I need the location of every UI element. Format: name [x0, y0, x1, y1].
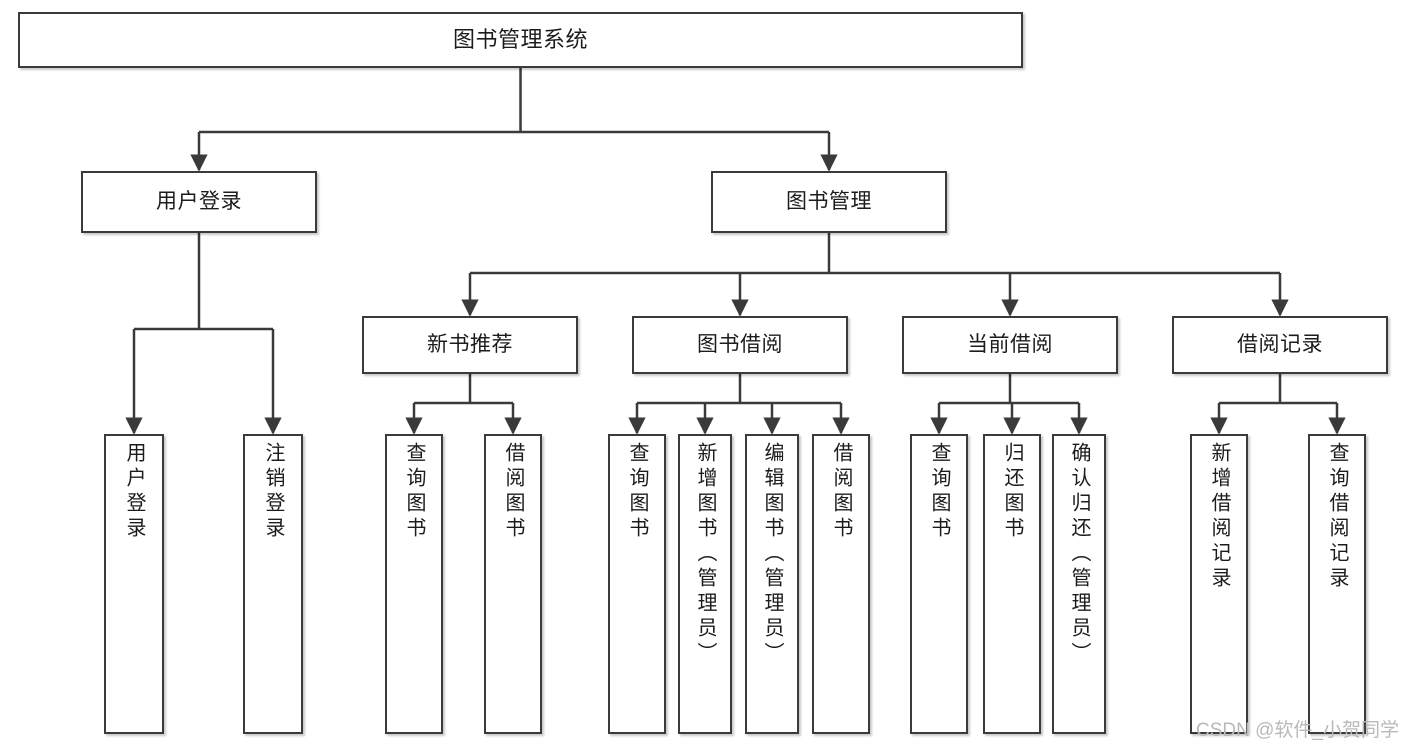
node-label: 查询图书 [403, 442, 425, 542]
node-leaf-current-query[interactable]: 查询图书 [910, 434, 968, 734]
node-label: 新书推荐 [427, 332, 513, 356]
node-login[interactable]: 用户登录 [81, 171, 317, 233]
node-newbook[interactable]: 新书推荐 [362, 316, 578, 374]
node-leaf-current-return[interactable]: 归还图书 [983, 434, 1041, 734]
node-records[interactable]: 借阅记录 [1172, 316, 1388, 374]
node-label: 查询借阅记录 [1326, 442, 1348, 592]
node-bookmgmt[interactable]: 图书管理 [711, 171, 947, 233]
node-label: 当前借阅 [967, 332, 1053, 356]
node-label: 新增借阅记录 [1208, 442, 1230, 592]
node-label: 借阅图书 [502, 442, 524, 542]
node-borrow[interactable]: 图书借阅 [632, 316, 848, 374]
node-leaf-newbook-borrow[interactable]: 借阅图书 [484, 434, 542, 734]
node-label: 用户登录 [156, 189, 242, 213]
node-label: 借阅记录 [1237, 332, 1323, 356]
node-leaf-records-add[interactable]: 新增借阅记录 [1190, 434, 1248, 734]
node-leaf-user-logout[interactable]: 注销登录 [243, 434, 303, 734]
node-leaf-user-login[interactable]: 用户登录 [104, 434, 164, 734]
node-label: 查询图书 [626, 442, 648, 542]
node-label: 图书管理 [786, 189, 872, 213]
node-label: 查询图书 [928, 442, 950, 542]
node-label: 新增图书（管理员） [694, 442, 716, 667]
node-current[interactable]: 当前借阅 [902, 316, 1118, 374]
node-label: 图书管理系统 [452, 27, 588, 53]
node-label: 借阅图书 [830, 442, 852, 542]
node-label: 图书借阅 [697, 332, 783, 356]
node-label: 编辑图书（管理员） [761, 442, 783, 667]
node-leaf-records-query[interactable]: 查询借阅记录 [1308, 434, 1366, 734]
node-label: 注销登录 [262, 442, 284, 542]
node-leaf-current-confirm[interactable]: 确认归还（管理员） [1052, 434, 1106, 734]
node-leaf-borrow-query[interactable]: 查询图书 [608, 434, 666, 734]
node-label: 归还图书 [1001, 442, 1023, 542]
node-leaf-borrow-add[interactable]: 新增图书（管理员） [678, 434, 732, 734]
node-leaf-borrow-lend[interactable]: 借阅图书 [812, 434, 870, 734]
node-leaf-newbook-query[interactable]: 查询图书 [385, 434, 443, 734]
node-root[interactable]: 图书管理系统 [18, 12, 1023, 68]
node-label: 用户登录 [123, 442, 145, 542]
node-leaf-borrow-edit[interactable]: 编辑图书（管理员） [745, 434, 799, 734]
node-label: 确认归还（管理员） [1068, 442, 1090, 667]
watermark: CSDN @软件_小贺同学 [1196, 720, 1399, 741]
